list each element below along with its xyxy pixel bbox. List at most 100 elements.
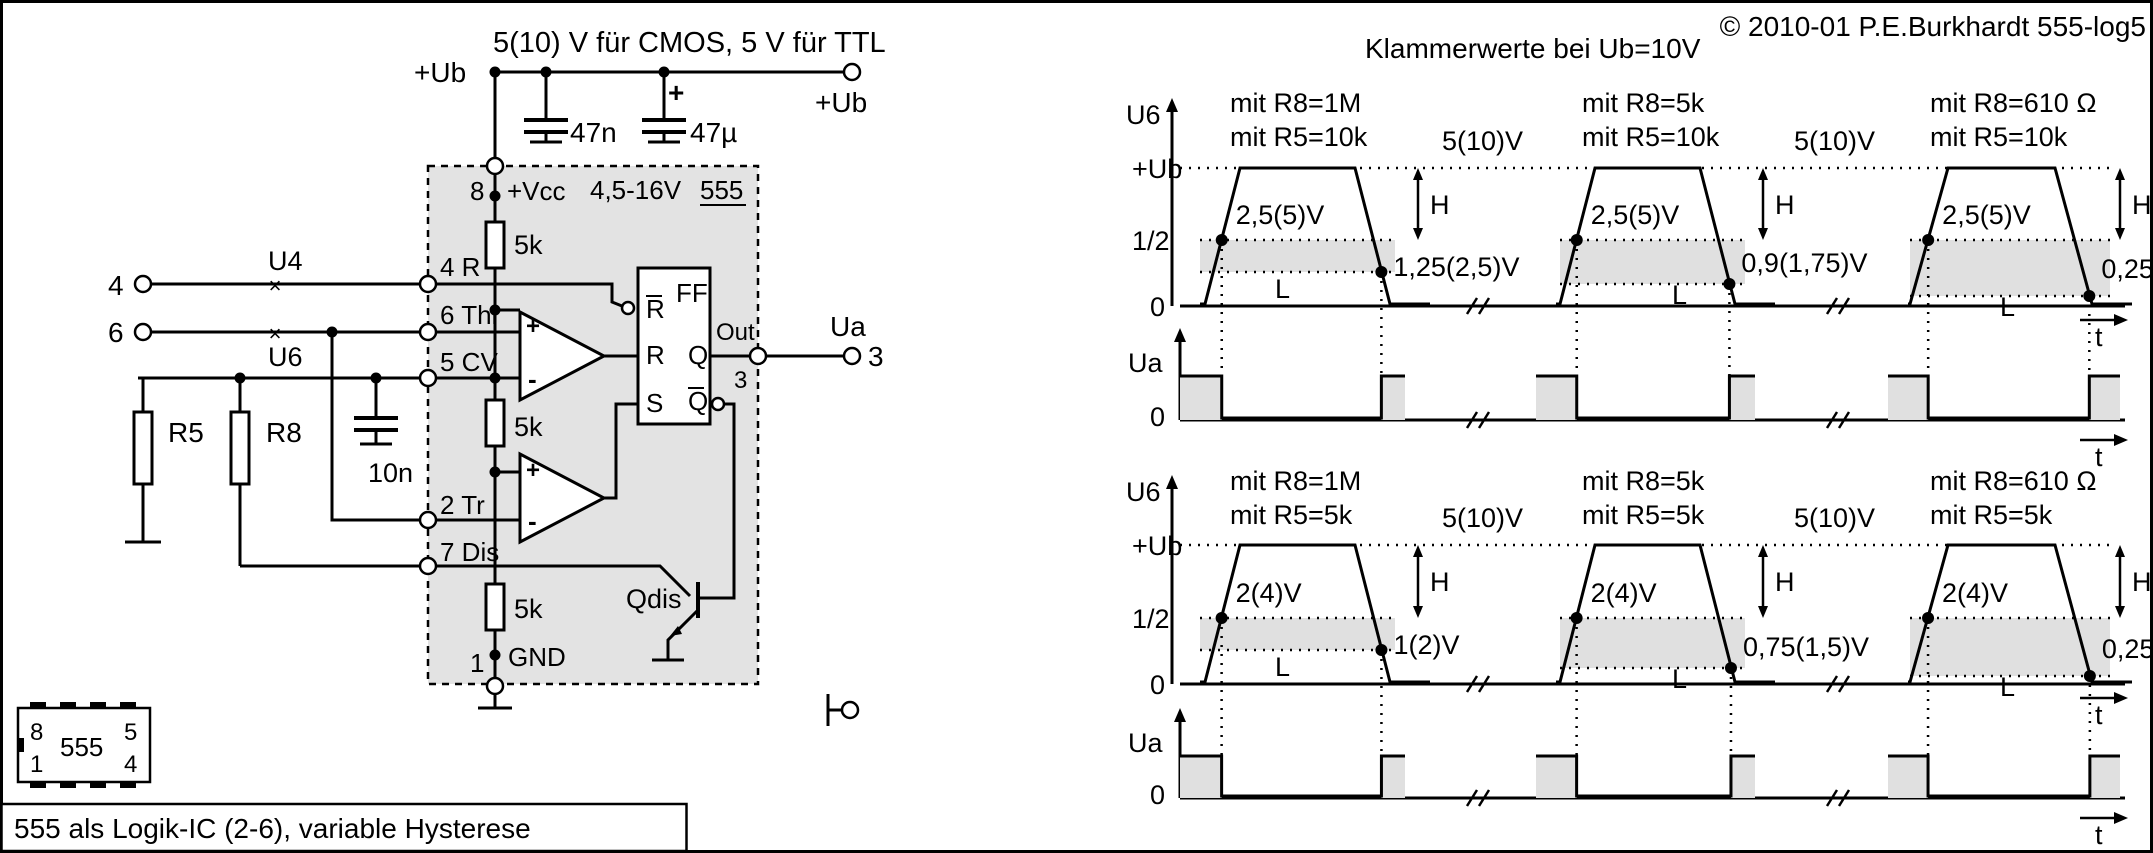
u6-waveform (1200, 166, 1430, 306)
ua-high-band (1536, 756, 1577, 798)
ff-q: Q (688, 340, 708, 370)
ff-rbar: R (646, 294, 665, 324)
arrow-head (1174, 708, 1186, 722)
r8-value: mit R8=5k (1582, 466, 1705, 496)
ua-axis-label: Ua (1128, 728, 1163, 758)
r8-value: mit R8=5k (1582, 88, 1705, 118)
flip-flop (636, 266, 712, 426)
r8-label: R8 (266, 417, 302, 448)
l-label: L (2000, 672, 2015, 702)
r5-value: mit R5=10k (1930, 122, 2068, 152)
r5k-bot-label: 5k (514, 594, 543, 624)
axis-break (1837, 411, 1851, 429)
pin7-name: 7 Dis (440, 537, 499, 567)
l-label: L (2000, 292, 2015, 322)
l-label: L (1275, 274, 1290, 304)
ua-high-band (1180, 756, 1222, 798)
r8-value: mit R8=1M (1230, 88, 1361, 118)
c47u-plus: + (668, 77, 684, 108)
axis-break (1825, 789, 1839, 807)
r5-value: mit R5=5k (1582, 500, 1705, 530)
pin5-name: 5 CV (440, 347, 498, 377)
zero-tick: 0 (1150, 292, 1165, 322)
c10n-label: 10n (368, 458, 413, 488)
ua-waveform (1888, 374, 2120, 420)
resistor-r8 (229, 410, 251, 486)
upper-threshold-value: 2(4)V (1236, 578, 1302, 608)
u4-label: U4 (268, 246, 303, 276)
mid-level: 5(10)V (1794, 126, 1875, 156)
hysteresis-band (1560, 240, 1745, 284)
ua-waveform (1536, 374, 1755, 420)
ub-right-terminal (842, 62, 862, 82)
svg-text:+: + (526, 457, 540, 484)
gnd-pin-label: GND (508, 642, 566, 672)
u6-axis-label: U6 (1126, 477, 1161, 507)
lower-threshold-value: 0,25(0,5)V (2101, 254, 2153, 284)
svg-text:×: × (269, 321, 282, 346)
ua-waveform (1536, 754, 1755, 798)
ua-zero-tick: 0 (1150, 402, 1165, 432)
ff-qbar: Q (688, 386, 708, 416)
capacitor-47u (642, 72, 686, 144)
ua-pin: 3 (868, 341, 884, 372)
h-label: H (2132, 567, 2152, 597)
pin1-number: 1 (470, 648, 484, 678)
ff-s: S (646, 388, 663, 418)
ua-high-band (1730, 756, 1755, 798)
supply-note: 5(10) V für CMOS, 5 V für TTL (493, 27, 886, 59)
upper-threshold-value: 2,5(5)V (1942, 200, 2031, 230)
ff-r: R (646, 340, 665, 370)
t-label: t (2095, 820, 2103, 850)
u6-waveform (1200, 543, 1430, 684)
ua-high-band (1888, 756, 1929, 798)
input4-label: 4 (108, 270, 124, 301)
r5-value: mit R5=5k (1930, 500, 2053, 530)
mid-level: 5(10)V (1794, 503, 1875, 533)
arrow-head (2114, 692, 2128, 704)
svg-text:×: × (269, 273, 282, 298)
capacitor-47n (524, 72, 568, 144)
circuit-schematic: 555 4,5-16V +Ub +Ub 5(10) V für CMOS, 5 … (108, 27, 886, 726)
arrow-head (2114, 812, 2128, 824)
hysteresis-band (1910, 240, 2110, 296)
hysteresis-band (1560, 618, 1745, 668)
mid-level: 5(10)V (1442, 126, 1523, 156)
arrow-head (2114, 314, 2128, 326)
copyright: © 2010-01 P.E.Burkhardt 555-log5 (1720, 11, 2146, 42)
t-label: t (2095, 322, 2103, 352)
l-label: L (1275, 652, 1290, 682)
axis-break (1465, 297, 1479, 315)
resistor-5k-top (484, 220, 506, 270)
r8-value: mit R8=610 Ω (1930, 466, 2097, 496)
ua-high-band (2089, 376, 2120, 420)
h-label: H (1430, 190, 1450, 220)
chip-label: 555 (700, 175, 743, 205)
u6-waveform (1908, 543, 2132, 684)
svg-text:+: + (526, 313, 540, 340)
ua-waveform (1180, 754, 1405, 798)
r5k-top-label: 5k (514, 230, 543, 260)
svg-text:8: 8 (30, 719, 43, 746)
ub-tick: +Ub (1132, 531, 1182, 561)
package-icon: 8 1 555 5 4 (16, 702, 152, 788)
mid-level: 5(10)V (1442, 503, 1523, 533)
chip-outline (426, 164, 760, 686)
lower-threshold-value: 0,25(0,5)V (2102, 634, 2153, 664)
svg-text:5: 5 (124, 719, 137, 746)
h-label: H (2132, 190, 2152, 220)
r5-value: mit R5=10k (1582, 122, 1720, 152)
l-label: L (1672, 664, 1687, 694)
vcc-range: 4,5-16V (590, 175, 682, 205)
svg-text:-: - (528, 506, 537, 536)
axis-break (1465, 789, 1479, 807)
axis-break (1837, 789, 1851, 807)
hysteresis-band (1910, 618, 2110, 676)
comparator-lower (518, 451, 608, 545)
half-tick: 1/2 (1132, 226, 1170, 256)
pin4-name: 4 R (440, 252, 480, 282)
upper-threshold-value: 2(4)V (1591, 578, 1657, 608)
